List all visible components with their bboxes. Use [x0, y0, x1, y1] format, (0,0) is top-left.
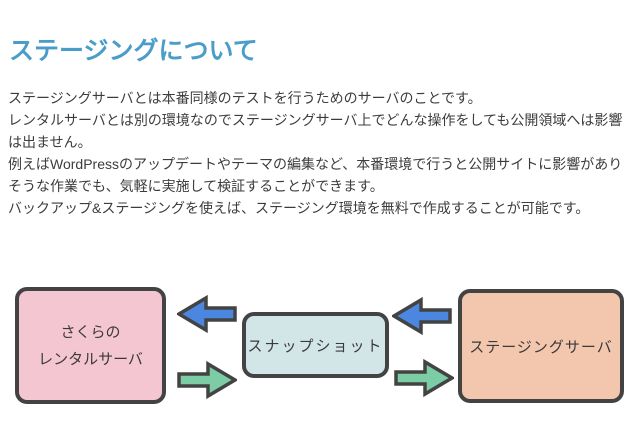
staging-server-label: ステージングサーバ [469, 338, 613, 356]
intro-line: そうな作業でも、気軽に実施して検証することができます。 [8, 178, 384, 194]
staging-server-box: ステージングサーバ [458, 289, 624, 403]
left-arrow-shape [392, 296, 452, 336]
intro-line: 例えばWordPressのアップデートやテーマの編集など、本番環境で行うと公開サ… [8, 156, 623, 172]
right-arrow-icon [394, 358, 454, 398]
left-arrow-icon [392, 296, 452, 336]
rental-server-label-line2: レンタルサーバ [38, 350, 143, 368]
left-arrow-icon [177, 294, 237, 334]
right-arrow-icon [177, 360, 237, 400]
intro-paragraph: ステージングサーバとは本番同様のテストを行うためのサーバのことです。 レンタルサ… [8, 87, 622, 219]
rental-server-box: さくらの レンタルサーバ [15, 287, 166, 404]
page-title: ステージングについて [9, 36, 258, 65]
snapshot-box: スナップショット [242, 312, 389, 378]
intro-line: レンタルサーバとは別の環境なのでステージングサーバ上でどんな操作をしても公開領域… [8, 112, 623, 128]
left-arrow-shape [177, 294, 237, 334]
rental-server-label-line1: さくらの [60, 323, 121, 341]
intro-line: バックアップ&ステージングを使えば、ステージング環境を無料で作成することが可能で… [8, 200, 590, 216]
intro-line: は出ません。 [8, 134, 92, 150]
intro-line: ステージングサーバとは本番同様のテストを行うためのサーバのことです。 [8, 90, 482, 106]
snapshot-label: スナップショット [247, 337, 384, 355]
right-arrow-shape [394, 358, 454, 398]
right-arrow-shape [177, 360, 237, 400]
